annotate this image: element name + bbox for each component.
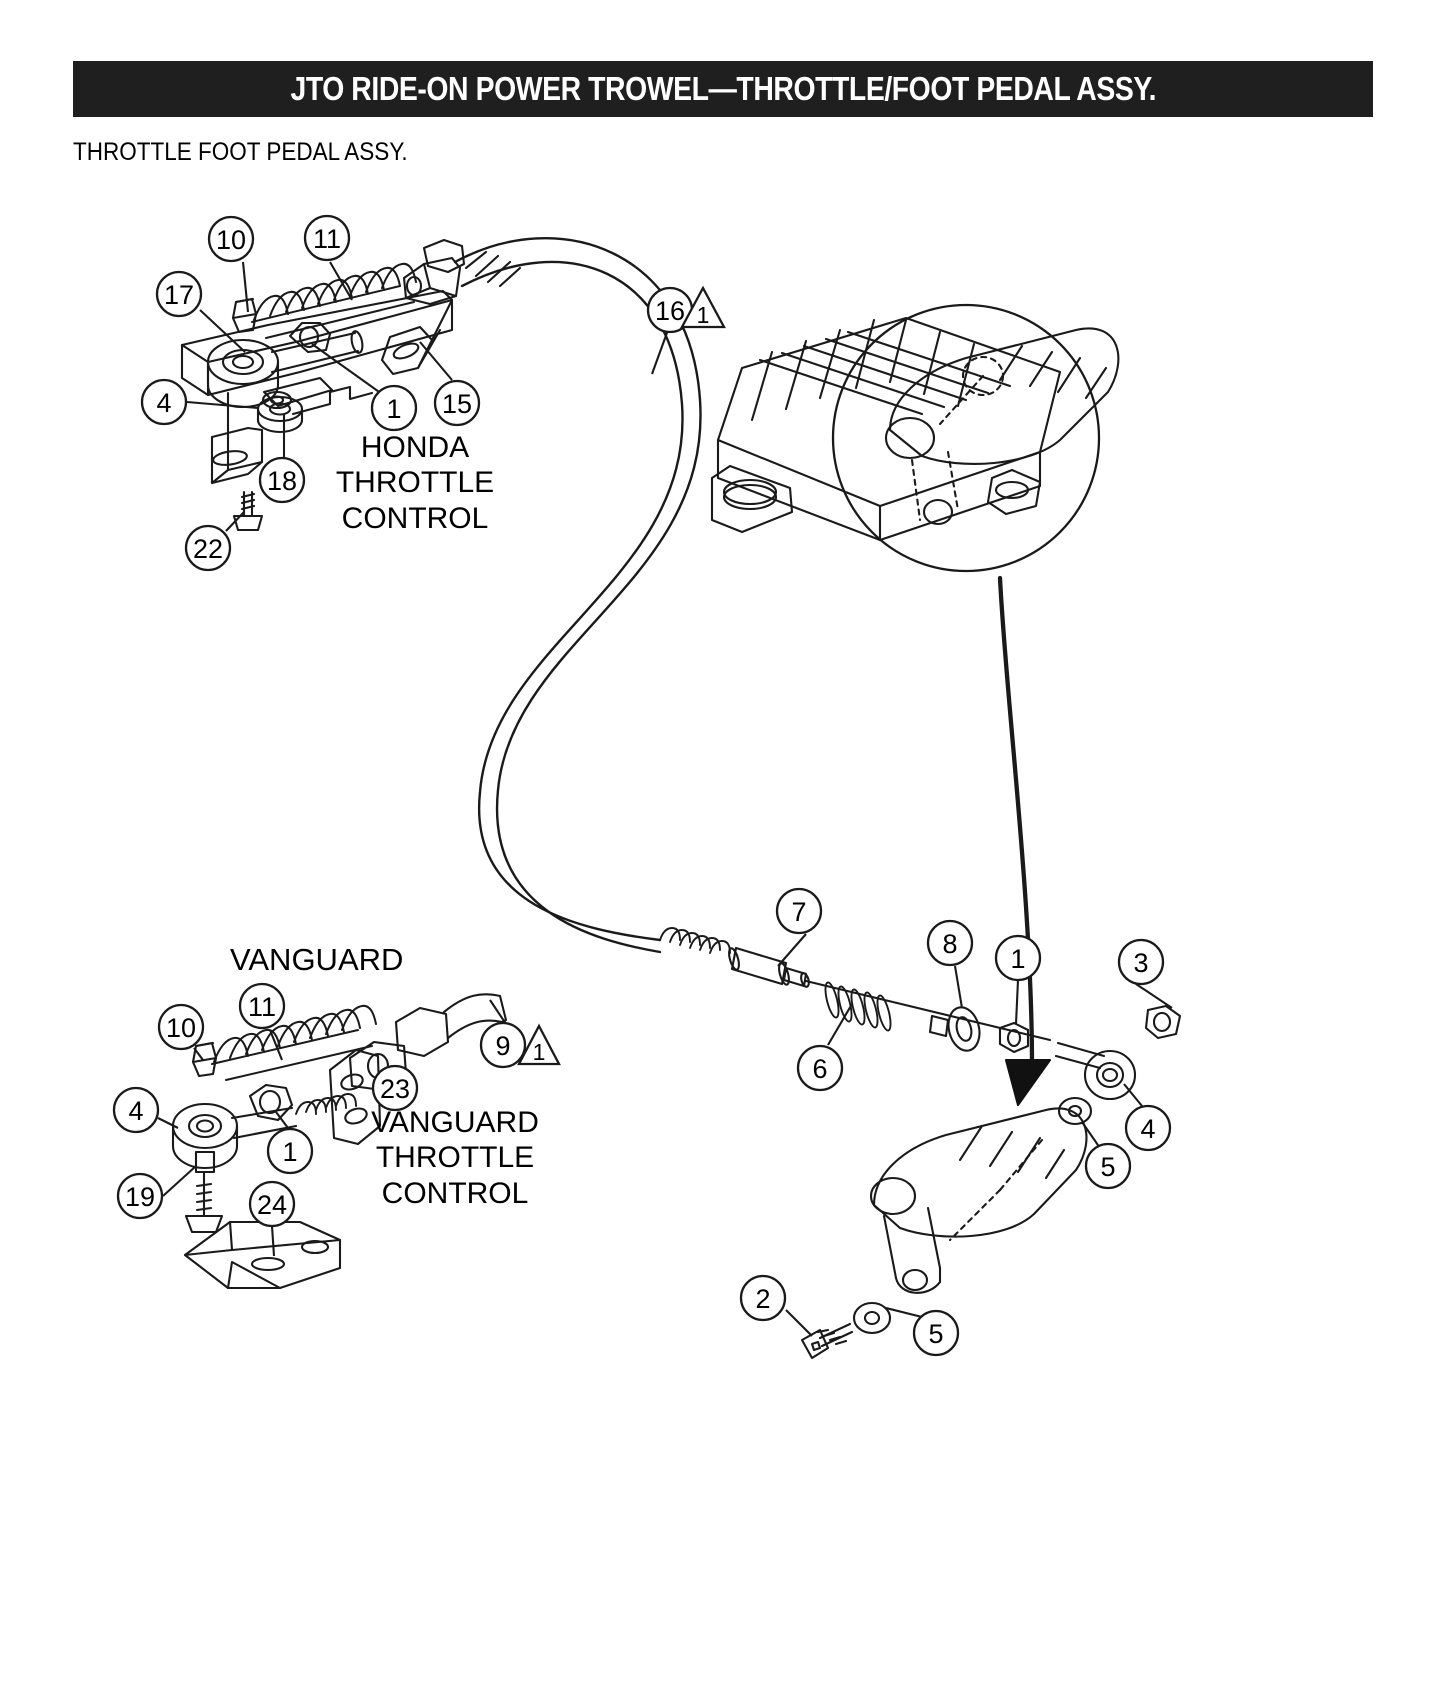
banner-title-text: JTO RIDE-ON POWER TROWEL—THROTTLE/FOOT P… [290, 70, 1156, 107]
callout-balloon-1-right[interactable]: 1 [994, 934, 1042, 982]
callout-text: 6 [812, 1054, 827, 1084]
callout-balloons: 10 11 17 4 1 15 [112, 214, 1172, 1357]
callout-balloon-9-vanguard[interactable]: 9 [479, 1021, 527, 1069]
callout-text: 4 [1140, 1114, 1155, 1144]
callout-balloon-4-vanguard[interactable]: 4 [112, 1086, 160, 1134]
callout-text: 16 [655, 296, 685, 326]
callout-text: 1 [282, 1137, 297, 1167]
callout-balloon-4-right[interactable]: 4 [1124, 1104, 1172, 1152]
callout-text: 10 [166, 1013, 196, 1043]
callout-balloon-10-vanguard[interactable]: 10 [157, 1003, 205, 1051]
vanguard-throttle-control-group [171, 993, 508, 1290]
cable-end-hardware [659, 927, 1182, 1126]
callout-balloon-5-upper[interactable]: 5 [1084, 1142, 1132, 1190]
callout-text: 9 [495, 1031, 510, 1061]
callout-text: 19 [125, 1182, 155, 1212]
callout-text: 22 [193, 534, 223, 564]
subtitle-text: THROTTLE FOOT PEDAL ASSY. [73, 138, 408, 166]
callout-balloon-5-lower[interactable]: 5 [912, 1309, 960, 1357]
callout-balloon-16[interactable]: 16 [646, 286, 694, 334]
callout-text: 17 [164, 280, 194, 310]
callout-balloon-15-honda[interactable]: 15 [433, 379, 481, 427]
honda-control-label: HONDA THROTTLE CONTROL [335, 431, 495, 535]
callout-balloon-22-honda[interactable]: 22 [184, 524, 232, 572]
callout-balloon-19-vanguard[interactable]: 19 [116, 1172, 164, 1220]
callout-text: 11 [248, 992, 276, 1022]
callout-text: 5 [928, 1319, 943, 1349]
callout-text: 24 [257, 1190, 287, 1220]
throttle-cable [453, 236, 702, 954]
callout-text: 15 [442, 389, 472, 419]
title-banner: JTO RIDE-ON POWER TROWEL—THROTTLE/FOOT P… [73, 61, 1373, 117]
callout-balloon-8[interactable]: 8 [926, 919, 974, 967]
callout-balloon-10-honda[interactable]: 10 [207, 215, 255, 263]
callout-balloon-18-honda[interactable]: 18 [258, 456, 306, 504]
triangle-text: 1 [533, 1039, 546, 1065]
callout-text: 2 [755, 1284, 770, 1314]
callout-text: 23 [380, 1074, 410, 1104]
callout-text: 7 [791, 897, 806, 927]
callout-balloon-17-honda[interactable]: 17 [155, 270, 203, 318]
callout-text: 1 [1010, 944, 1025, 974]
callout-balloon-3[interactable]: 3 [1117, 938, 1165, 986]
callout-text: 10 [216, 225, 246, 255]
callout-balloon-24-vanguard[interactable]: 24 [248, 1180, 296, 1228]
triangle-text: 1 [697, 302, 710, 328]
callout-balloon-1-vanguard[interactable]: 1 [266, 1127, 314, 1175]
warning-triangle-9[interactable]: 1 [517, 1023, 561, 1066]
callout-text: 1 [386, 394, 401, 424]
callout-text: 8 [942, 929, 957, 959]
callout-text: 18 [267, 466, 297, 496]
honda-throttle-control-group [180, 238, 466, 532]
callout-balloon-11-honda[interactable]: 11 [303, 214, 351, 262]
vanguard-heading-label: VANGUARD [230, 942, 404, 977]
callout-balloon-11-vanguard[interactable]: 11 [238, 982, 286, 1030]
callout-text: 11 [313, 224, 341, 254]
callout-balloon-6[interactable]: 6 [796, 1044, 844, 1092]
callout-text: 3 [1133, 948, 1148, 978]
callout-text: 4 [156, 388, 171, 418]
callout-text: 5 [1100, 1152, 1115, 1182]
callout-balloon-2[interactable]: 2 [739, 1274, 787, 1322]
warning-triangle-16[interactable]: 1 [680, 285, 726, 329]
callout-balloon-1-honda[interactable]: 1 [370, 384, 418, 432]
callout-text: 4 [128, 1096, 143, 1126]
callout-balloon-7[interactable]: 7 [775, 887, 823, 935]
vanguard-control-label: VANGUARD THROTTLE CONTROL [371, 1106, 539, 1210]
callout-balloon-23-vanguard[interactable]: 23 [371, 1064, 419, 1112]
foot-pedal-lower [800, 1107, 1088, 1360]
foot-pedal-upper [710, 303, 1120, 573]
callout-balloon-4-honda[interactable]: 4 [140, 378, 188, 426]
